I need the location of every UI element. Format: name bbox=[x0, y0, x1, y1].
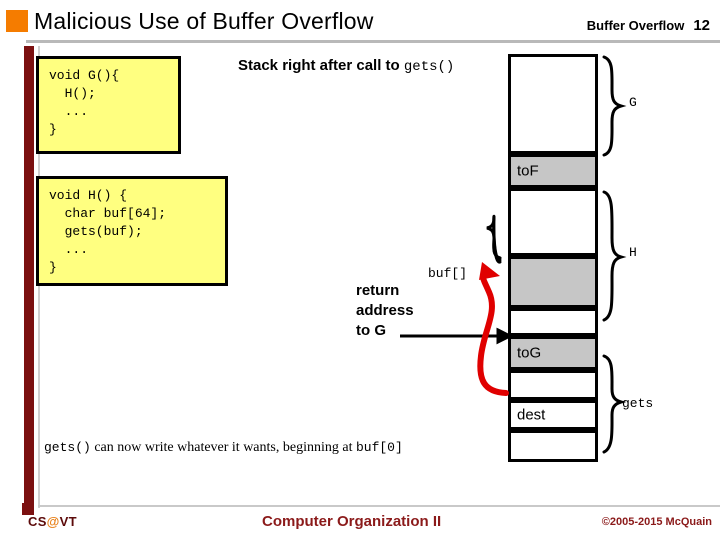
stack-caption-prefix: Stack right after call to bbox=[238, 57, 404, 74]
stack-caption: Stack right after call to gets() bbox=[238, 57, 454, 75]
frame-label-gets: gets bbox=[622, 396, 654, 411]
brace-h-icon bbox=[602, 190, 627, 322]
frame-label-h: H bbox=[629, 245, 637, 260]
stack-cell-tof: toF bbox=[508, 154, 598, 188]
stack-cell-buf bbox=[508, 256, 598, 308]
code-box-function-g: void G(){ H(); ... } bbox=[36, 56, 181, 154]
brace-g-icon bbox=[602, 55, 627, 157]
header-topic: Buffer Overflow 12 bbox=[587, 17, 710, 34]
page-number: 12 bbox=[693, 17, 710, 34]
stack-cell-8 bbox=[508, 430, 598, 462]
arrow-overflow-red bbox=[477, 269, 509, 396]
bottom-note: gets() can now write whatever it wants, … bbox=[44, 440, 403, 456]
footer-brand-at: @ bbox=[46, 514, 60, 529]
footer-brand-post: VT bbox=[59, 514, 77, 529]
stack-cell-label-1: toF bbox=[517, 162, 539, 180]
left-accent-foot bbox=[22, 503, 34, 515]
title-divider bbox=[26, 40, 720, 43]
stack-cell-0 bbox=[508, 54, 598, 154]
brace-gets-icon bbox=[602, 354, 627, 454]
bottom-note-mono-1: gets() bbox=[44, 440, 91, 455]
arrow-to-g-black bbox=[400, 327, 514, 345]
stack-cell-tog: toG bbox=[508, 336, 598, 370]
stack-cell-dest: dest bbox=[508, 400, 598, 430]
header-topic-label: Buffer Overflow bbox=[586, 18, 685, 33]
return-address-annotation: return address to G bbox=[356, 282, 414, 339]
stack-cell-2 bbox=[508, 188, 598, 256]
bottom-note-serif: can now write whatever it wants, beginni… bbox=[90, 440, 356, 455]
bottom-note-mono-2: buf[0] bbox=[355, 440, 403, 455]
stack-cell-4 bbox=[508, 308, 598, 336]
buf-array-label: buf[] bbox=[428, 266, 468, 281]
stack-caption-gets: gets() bbox=[403, 59, 455, 75]
page-title: Malicious Use of Buffer Overflow bbox=[34, 8, 374, 34]
frame-label-g: G bbox=[629, 95, 637, 110]
footer-brand-pre: CS bbox=[28, 514, 47, 529]
stack-diagram: toF toG dest bbox=[508, 54, 598, 462]
code-box-function-h: void H() { char buf[64]; gets(buf); ... … bbox=[36, 176, 228, 286]
footer-copyright: ©2005-2015 McQuain bbox=[601, 516, 712, 528]
brace-buf-icon bbox=[486, 214, 502, 264]
footer-course-title: Computer Organization II bbox=[262, 513, 442, 530]
stack-cell-label-7: dest bbox=[517, 406, 546, 424]
arrow-overflow-red-head bbox=[479, 262, 500, 280]
footer-brand: CS@VT bbox=[28, 514, 77, 529]
footer-divider bbox=[38, 505, 720, 507]
stack-cell-6 bbox=[508, 370, 598, 400]
left-accent-bar bbox=[24, 46, 34, 506]
stack-cell-label-5: toG bbox=[517, 344, 542, 362]
title-bullet-square bbox=[6, 10, 28, 32]
